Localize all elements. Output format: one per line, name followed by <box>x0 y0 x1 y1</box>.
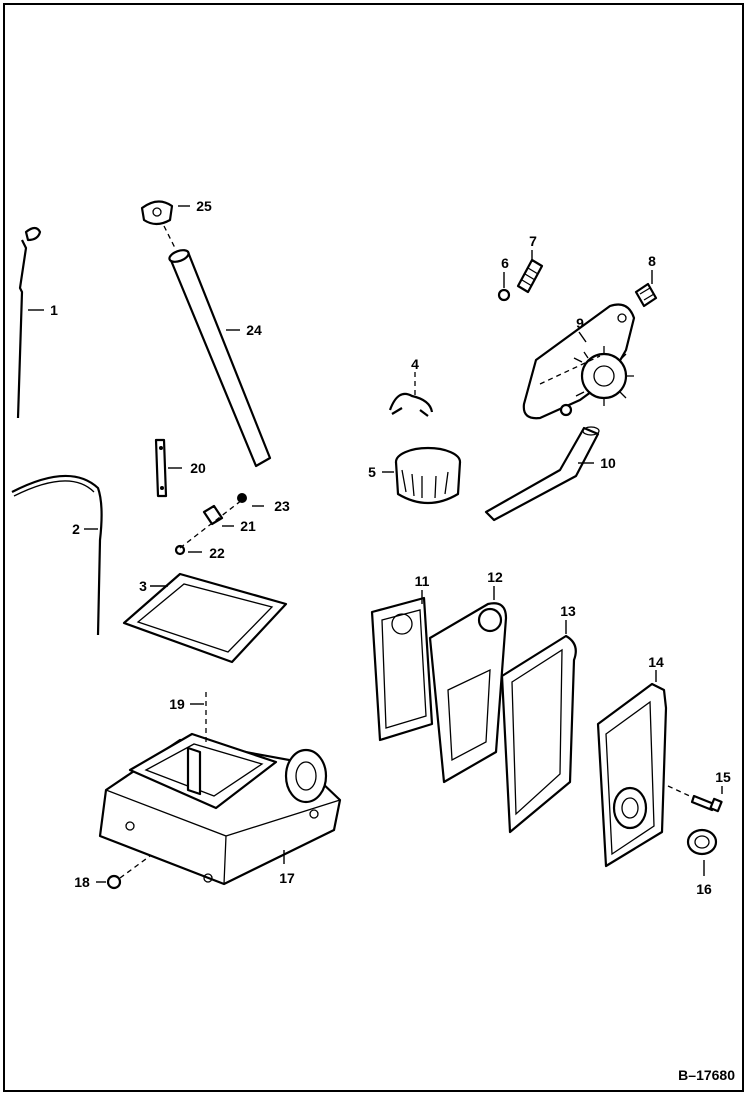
part-spring <box>516 258 544 294</box>
callout-15: 15 <box>715 769 731 785</box>
part-dipstick <box>16 226 44 419</box>
callout-3: 3 <box>139 578 147 594</box>
callout-8: 8 <box>648 253 656 269</box>
part-gasket-13 <box>500 634 577 834</box>
callout-20: 20 <box>190 460 206 476</box>
callout-12: 12 <box>487 569 503 585</box>
callout-21: 21 <box>240 518 256 534</box>
callout-5: 5 <box>368 464 376 480</box>
callout-16: 16 <box>696 881 712 897</box>
part-bolt <box>690 794 723 813</box>
callout-17: 17 <box>279 870 295 886</box>
callout-24: 24 <box>246 322 262 338</box>
callout-13: 13 <box>560 603 576 619</box>
callout-2: 2 <box>72 521 80 537</box>
part-oil-filter <box>382 446 462 504</box>
callout-19: 19 <box>169 696 185 712</box>
callout-18: 18 <box>74 874 90 890</box>
callout-9: 9 <box>576 315 584 331</box>
callout-4: 4 <box>411 356 419 372</box>
part-clip <box>388 372 434 417</box>
callout-14: 14 <box>648 654 664 670</box>
part-gasket-oil-pan <box>122 572 288 664</box>
part-seal <box>686 828 718 856</box>
callout-23: 23 <box>274 498 290 514</box>
part-fill-tube <box>168 249 272 468</box>
part-drain-plug <box>106 874 122 890</box>
callout-10: 10 <box>600 455 616 471</box>
part-pickup-tube <box>484 426 600 522</box>
part-filler-cap <box>140 200 174 226</box>
part-plug-21 <box>202 504 224 526</box>
part-oil-pump <box>522 303 636 420</box>
part-oil-pan <box>98 732 342 886</box>
diagram-frame <box>3 3 744 1092</box>
callout-25: 25 <box>196 198 212 214</box>
callout-6: 6 <box>501 255 509 271</box>
part-rod <box>11 474 103 636</box>
part-ring-22 <box>174 544 186 556</box>
callout-22: 22 <box>209 545 225 561</box>
part-nut <box>497 288 511 302</box>
figure-code: B–17680 <box>678 1067 735 1083</box>
callout-11: 11 <box>415 573 430 589</box>
part-timing-cover <box>596 682 668 868</box>
callout-labels: 1 2 3 4 5 6 7 8 9 10 11 12 13 14 15 16 1… <box>50 198 731 897</box>
part-bracket <box>154 438 168 498</box>
callout-7: 7 <box>529 233 537 249</box>
part-ball-23 <box>237 493 247 503</box>
part-gasket-11 <box>370 596 434 742</box>
part-fitting <box>634 282 658 308</box>
callout-1: 1 <box>50 302 58 318</box>
part-plate-12 <box>428 602 508 784</box>
